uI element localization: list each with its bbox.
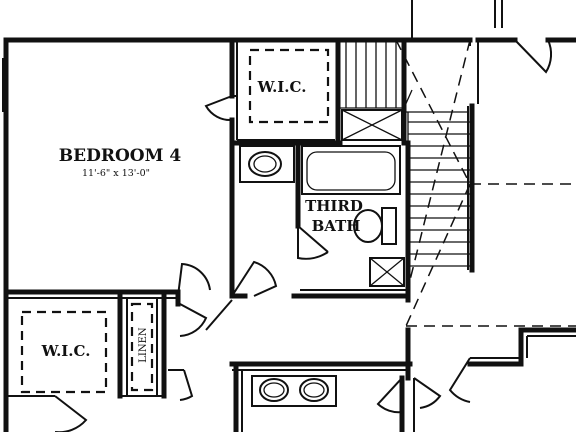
upper-wic-label: W.I.C.: [257, 78, 307, 96]
linen-label: LINEN: [138, 327, 149, 363]
third-bath-label-line1: THIRD: [305, 197, 363, 215]
bedroom-4-dimensions: 11'-6" x 13'-0": [82, 168, 150, 179]
bedroom-4-name: BEDROOM 4: [59, 146, 182, 166]
third-bath-label-line2: BATH: [312, 217, 361, 235]
staircase: [340, 39, 576, 327]
lower-wic-label: W.I.C.: [41, 342, 91, 360]
doors: [54, 39, 553, 432]
fixtures: [20, 48, 405, 407]
room-labels: BEDROOM 4 11'-6" x 13'-0" W.I.C. W.I.C. …: [41, 78, 363, 363]
